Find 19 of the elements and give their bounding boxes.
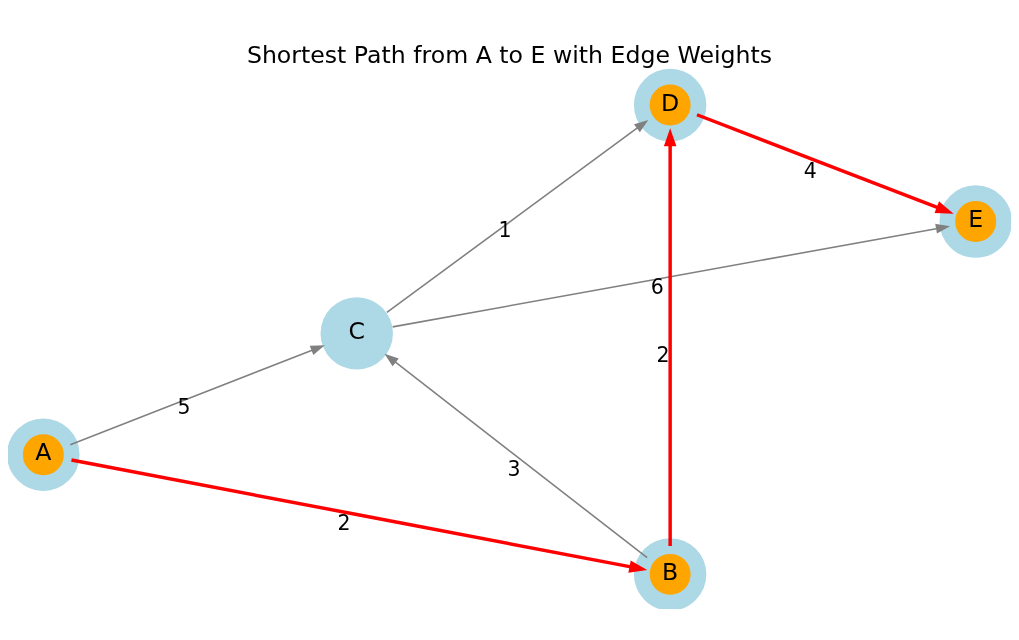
arrow — [69, 345, 325, 446]
arrow — [663, 128, 677, 546]
arrow — [696, 113, 954, 214]
node-circle: E — [939, 185, 1011, 258]
edge-label: 4 — [803, 158, 817, 183]
arrow — [391, 223, 951, 328]
edge-label: 5 — [177, 394, 191, 419]
arrow — [384, 353, 648, 559]
edge-label: 3 — [507, 457, 521, 482]
diagram-title: Shortest Path from A to E with Edge Weights — [246, 40, 773, 69]
node-circle: A — [8, 418, 80, 491]
node-circle: C — [320, 297, 393, 370]
node-circle: B — [633, 538, 707, 609]
edge-label: 6 — [650, 275, 664, 300]
edge-label: 2 — [337, 510, 351, 535]
arrow — [71, 458, 648, 573]
edge-label: 1 — [498, 217, 512, 242]
arrow — [386, 119, 649, 314]
edge-label: 2 — [656, 342, 670, 367]
